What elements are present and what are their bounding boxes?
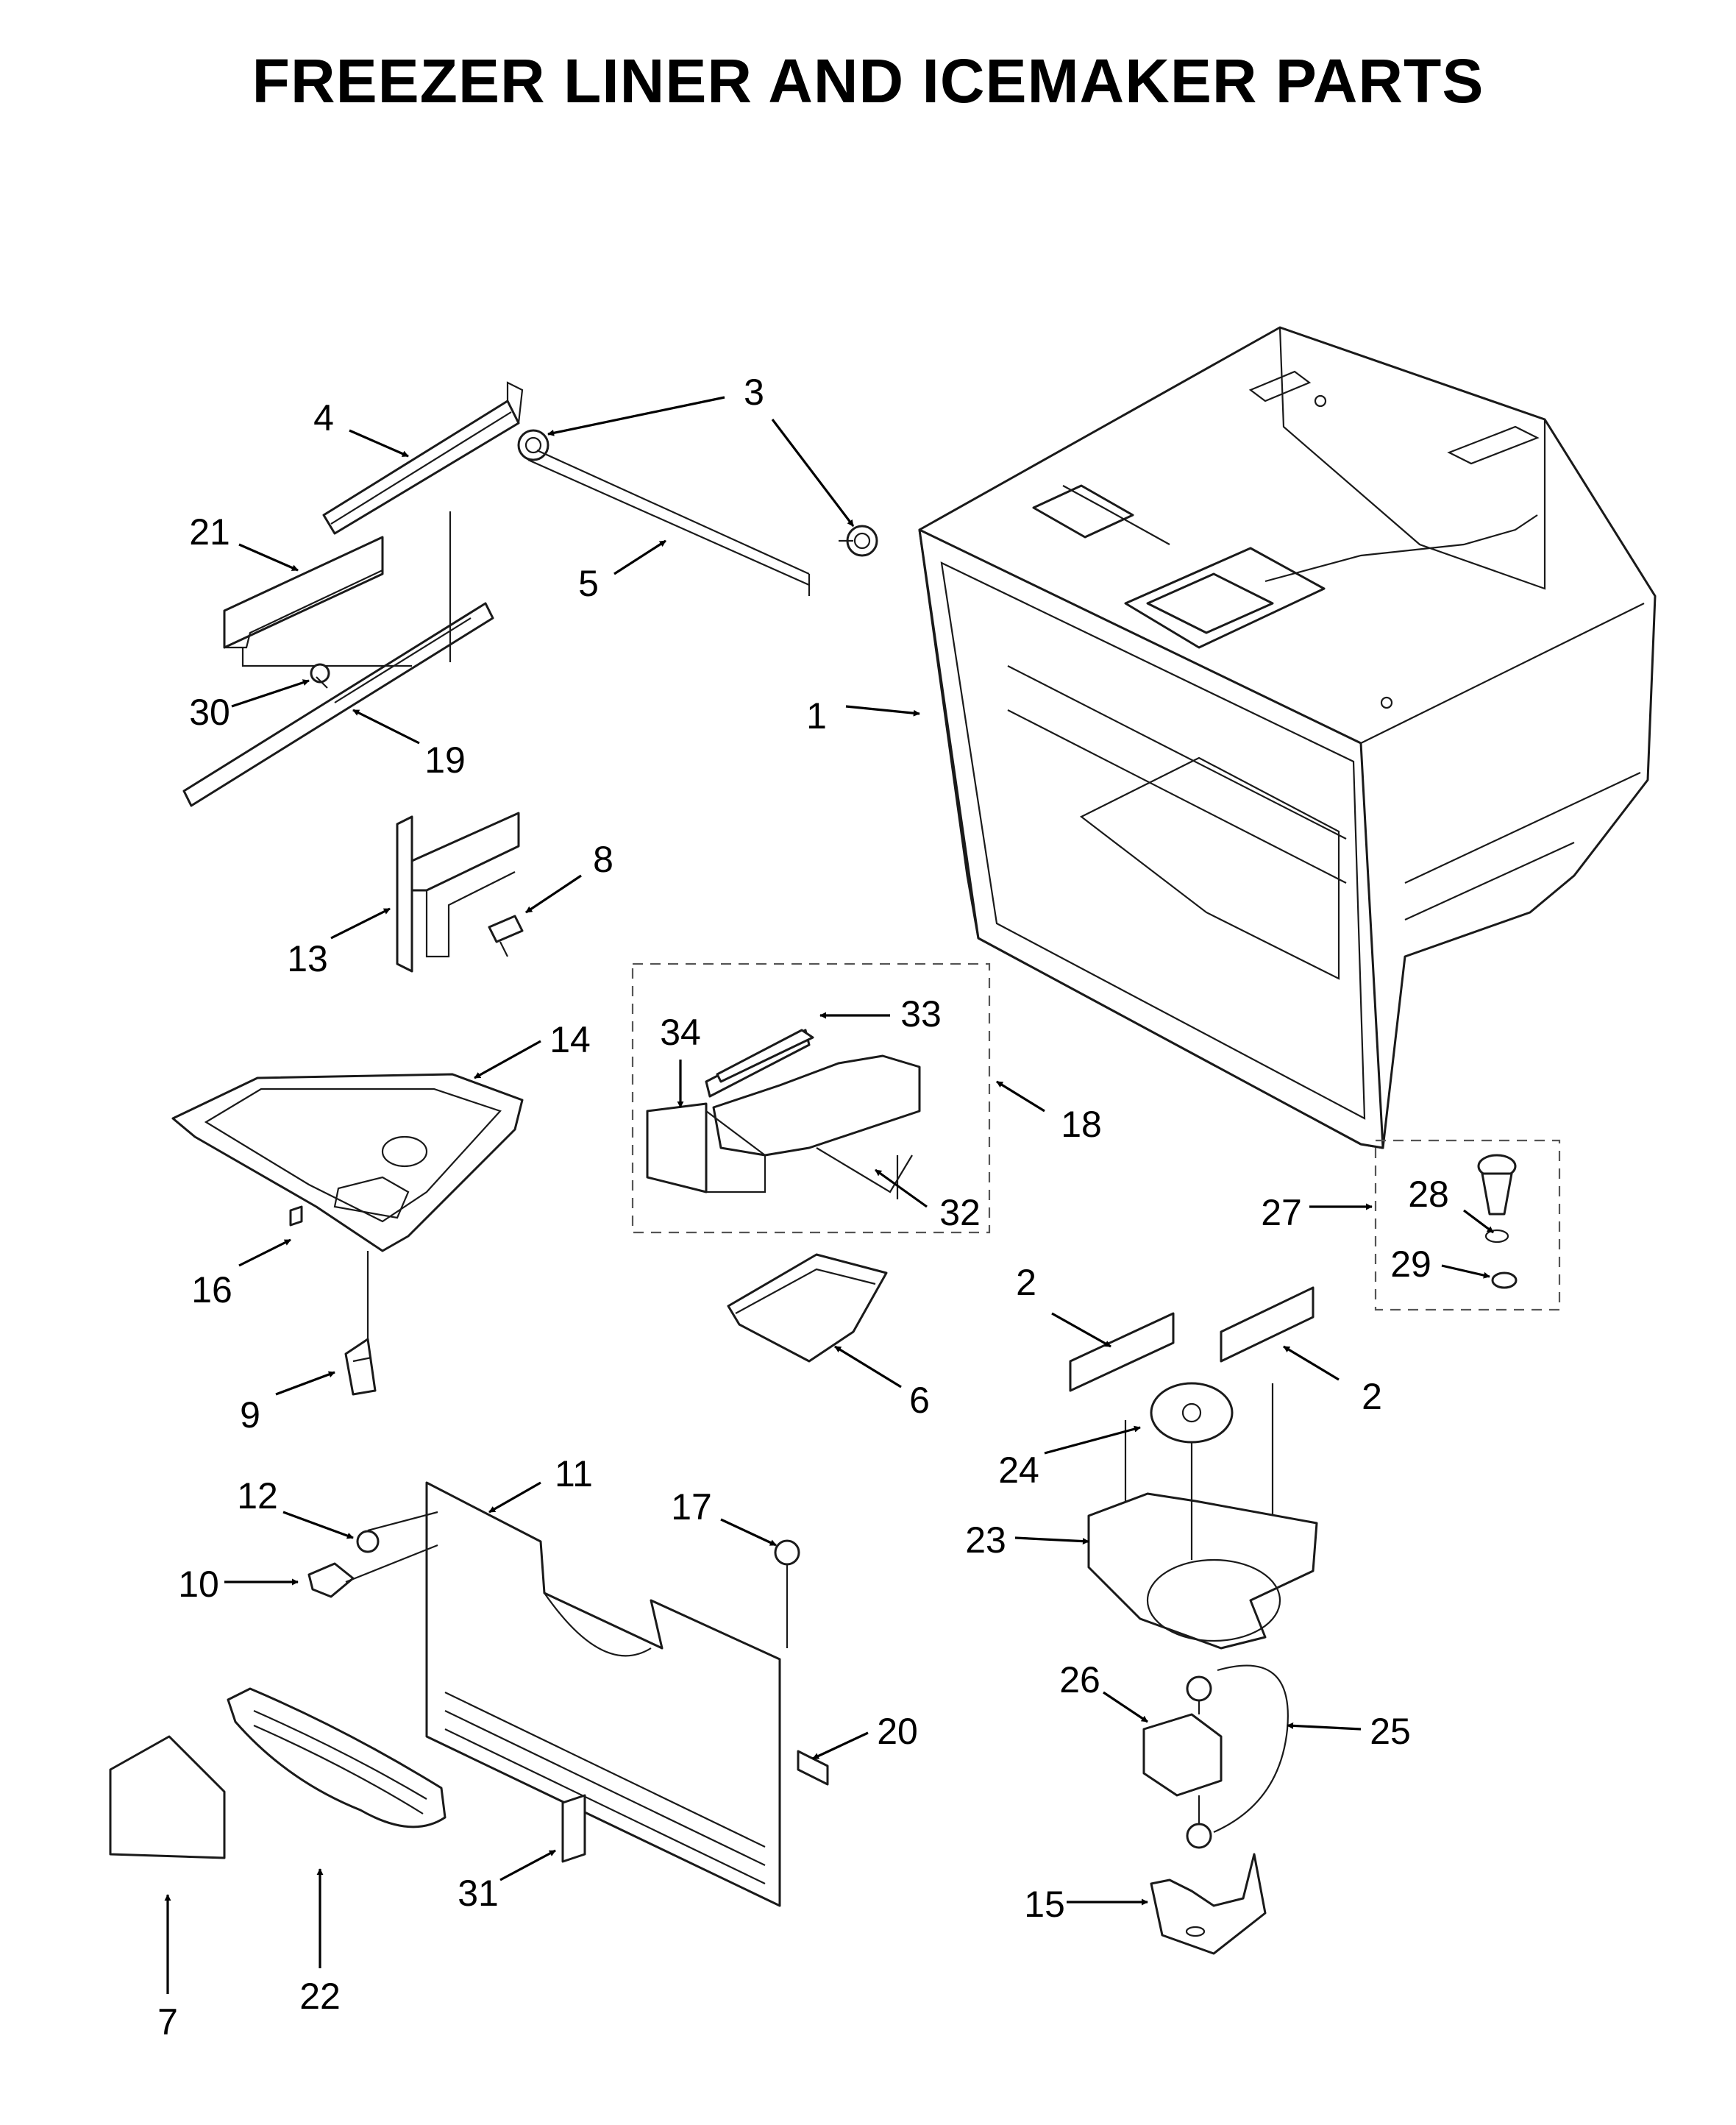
part-rear-panel: [307, 1481, 829, 1907]
callout-12[interactable]: 12: [237, 1475, 278, 1516]
callout-28[interactable]: 28: [1408, 1174, 1449, 1215]
callout-24[interactable]: 24: [998, 1450, 1039, 1491]
part-slide-rail-assembly: [182, 381, 878, 807]
leader-6: [834, 1345, 902, 1388]
callout-7[interactable]: 7: [157, 2001, 178, 2043]
callout-25[interactable]: 25: [1370, 1711, 1411, 1752]
leader-30: [231, 679, 310, 708]
leader-3a: [547, 396, 725, 436]
callout-6[interactable]: 6: [909, 1380, 930, 1421]
callout-18[interactable]: 18: [1061, 1104, 1102, 1145]
part-freezer-liner: [918, 326, 1657, 1149]
leader-19: [352, 709, 420, 745]
leader-16: [238, 1238, 291, 1267]
callout-33[interactable]: 33: [900, 993, 942, 1035]
leader-23: [1014, 1536, 1089, 1545]
leader-21: [238, 543, 299, 572]
callout-26[interactable]: 26: [1059, 1659, 1100, 1700]
callout-15[interactable]: 15: [1024, 1884, 1065, 1925]
part-water-valve-kit: [1374, 1139, 1561, 1311]
callout-29[interactable]: 29: [1390, 1244, 1431, 1285]
leader-29: [1441, 1264, 1490, 1279]
callout-13[interactable]: 13: [287, 938, 328, 979]
callout-8[interactable]: 8: [593, 839, 613, 880]
callout-10[interactable]: 10: [178, 1564, 219, 1605]
callout-27[interactable]: 27: [1261, 1192, 1302, 1233]
part-bracket: [396, 812, 524, 973]
part-icemaker-assembly: [631, 962, 991, 1234]
leader-1: [845, 705, 920, 717]
leader-20: [812, 1731, 869, 1760]
leader-9: [275, 1371, 335, 1396]
part-grille-and-cover: [109, 1687, 447, 1859]
leader-13: [330, 907, 391, 940]
callout-5[interactable]: 5: [578, 563, 599, 604]
leader-8: [525, 874, 582, 914]
leader-14: [474, 1040, 541, 1079]
callout-1[interactable]: 1: [806, 695, 827, 737]
callout-11[interactable]: 11: [555, 1453, 593, 1494]
callout-9[interactable]: 9: [240, 1394, 260, 1436]
callout-3[interactable]: 3: [744, 372, 764, 413]
leader-3b: [771, 419, 855, 527]
callout-23[interactable]: 23: [965, 1519, 1006, 1561]
leader-26: [1103, 1691, 1148, 1723]
callout-20[interactable]: 20: [877, 1711, 918, 1752]
callout-4[interactable]: 4: [313, 397, 334, 439]
callout-31[interactable]: 31: [458, 1873, 499, 1914]
part-fan-assembly: [1069, 1286, 1318, 1955]
callout-22[interactable]: 22: [299, 1976, 341, 2017]
leader-2a: [1051, 1312, 1111, 1348]
leader-2b: [1283, 1345, 1340, 1381]
leader-17: [720, 1518, 777, 1547]
callout-14[interactable]: 14: [549, 1019, 591, 1060]
leader-12: [282, 1511, 354, 1539]
leader-18: [996, 1080, 1045, 1113]
callout-2[interactable]: 2: [1016, 1262, 1036, 1303]
callout-17[interactable]: 17: [671, 1486, 712, 1528]
leader-24: [1044, 1425, 1141, 1455]
callout-30[interactable]: 30: [189, 692, 230, 733]
leader-25: [1287, 1722, 1362, 1731]
leader-31: [499, 1849, 556, 1881]
leader-32: [875, 1168, 928, 1208]
leader-4: [349, 429, 409, 458]
callout-2[interactable]: 2: [1362, 1376, 1382, 1417]
callout-labels: 1 2 2 3 4 5 6 7 8 9 10 11 12 13 14 15 16…: [157, 372, 1449, 2043]
leader-28: [1463, 1209, 1494, 1234]
part-ice-chute-housing: [171, 1073, 524, 1396]
leader-11: [488, 1481, 541, 1514]
leader-lines: [164, 396, 1494, 1994]
diagram-title: FREEZER LINER AND ICEMAKER PARTS: [252, 46, 1484, 116]
callout-21[interactable]: 21: [189, 511, 230, 553]
leader-5: [613, 539, 666, 575]
part-ice-bin: [727, 1253, 888, 1363]
callout-19[interactable]: 19: [424, 739, 466, 781]
callout-34[interactable]: 34: [660, 1012, 701, 1053]
callout-16[interactable]: 16: [191, 1269, 232, 1310]
callout-32[interactable]: 32: [939, 1192, 981, 1233]
